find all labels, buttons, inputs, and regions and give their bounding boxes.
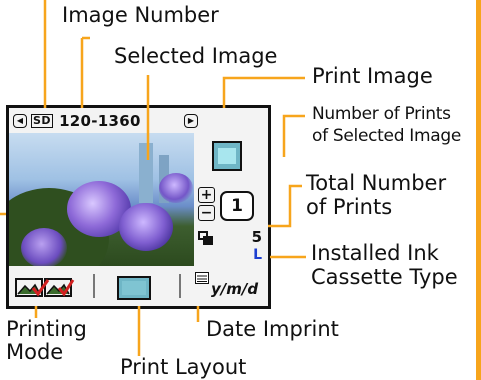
- printing-mode-icon[interactable]: [15, 276, 75, 300]
- label-print-image: Print Image: [312, 64, 433, 88]
- callout-line-print-image: [222, 76, 305, 108]
- divider: [179, 274, 181, 298]
- label-total-1: Total Number: [306, 171, 447, 195]
- selected-image[interactable]: [9, 133, 194, 266]
- label-printing-mode-2: Mode: [6, 340, 64, 364]
- left-arrow-icon[interactable]: ◀: [13, 113, 27, 128]
- plus-icon[interactable]: +: [198, 187, 215, 203]
- print-layout-icon[interactable]: [117, 276, 151, 300]
- print-image-thumbnail: [212, 141, 242, 171]
- label-printing-mode-1: Printing: [6, 317, 87, 341]
- lcd-top-bar: ◀ SD 120-1360 ▶: [9, 108, 268, 133]
- lcd-side-panel: + − 1 5 L: [194, 133, 268, 266]
- label-total-2: of Prints: [306, 195, 393, 219]
- date-imprint-format[interactable]: y/m/d: [211, 280, 259, 298]
- lcd-bottom-bar: y/m/d: [9, 266, 268, 306]
- quantity-stepper[interactable]: + −: [198, 187, 218, 223]
- flower-shape: [119, 203, 173, 251]
- label-num-prints-1: Number of Prints: [312, 104, 451, 124]
- sd-card-icon: SD: [31, 113, 54, 128]
- page-edge-rule: [476, 0, 481, 380]
- flower-shape: [21, 228, 67, 266]
- label-ink-1: Installed Ink: [311, 241, 439, 265]
- flower-shape: [159, 173, 193, 203]
- ink-cassette-type: L: [253, 247, 262, 263]
- prints-of-selected-value: 1: [220, 191, 254, 221]
- label-print-layout: Print Layout: [120, 355, 247, 379]
- calendar-icon: [195, 272, 209, 284]
- right-arrow-icon[interactable]: ▶: [184, 113, 198, 128]
- total-prints-icon: [198, 231, 214, 245]
- image-number: 120-1360: [59, 111, 141, 130]
- total-prints-value: 5: [251, 228, 262, 246]
- label-ink-2: Cassette Type: [311, 265, 458, 289]
- lcd-screen: ◀ SD 120-1360 ▶ + − 1 5 L: [6, 105, 271, 309]
- label-num-prints-2: of Selected Image: [312, 126, 462, 146]
- label-selected-image: Selected Image: [114, 44, 278, 68]
- divider: [93, 274, 95, 298]
- building-shape: [139, 143, 153, 203]
- callout-line-total: [268, 184, 302, 228]
- callout-line-num-prints: [282, 114, 305, 157]
- label-image-number: Image Number: [62, 3, 219, 27]
- label-date-imprint: Date Imprint: [206, 317, 339, 341]
- minus-icon[interactable]: −: [198, 205, 215, 221]
